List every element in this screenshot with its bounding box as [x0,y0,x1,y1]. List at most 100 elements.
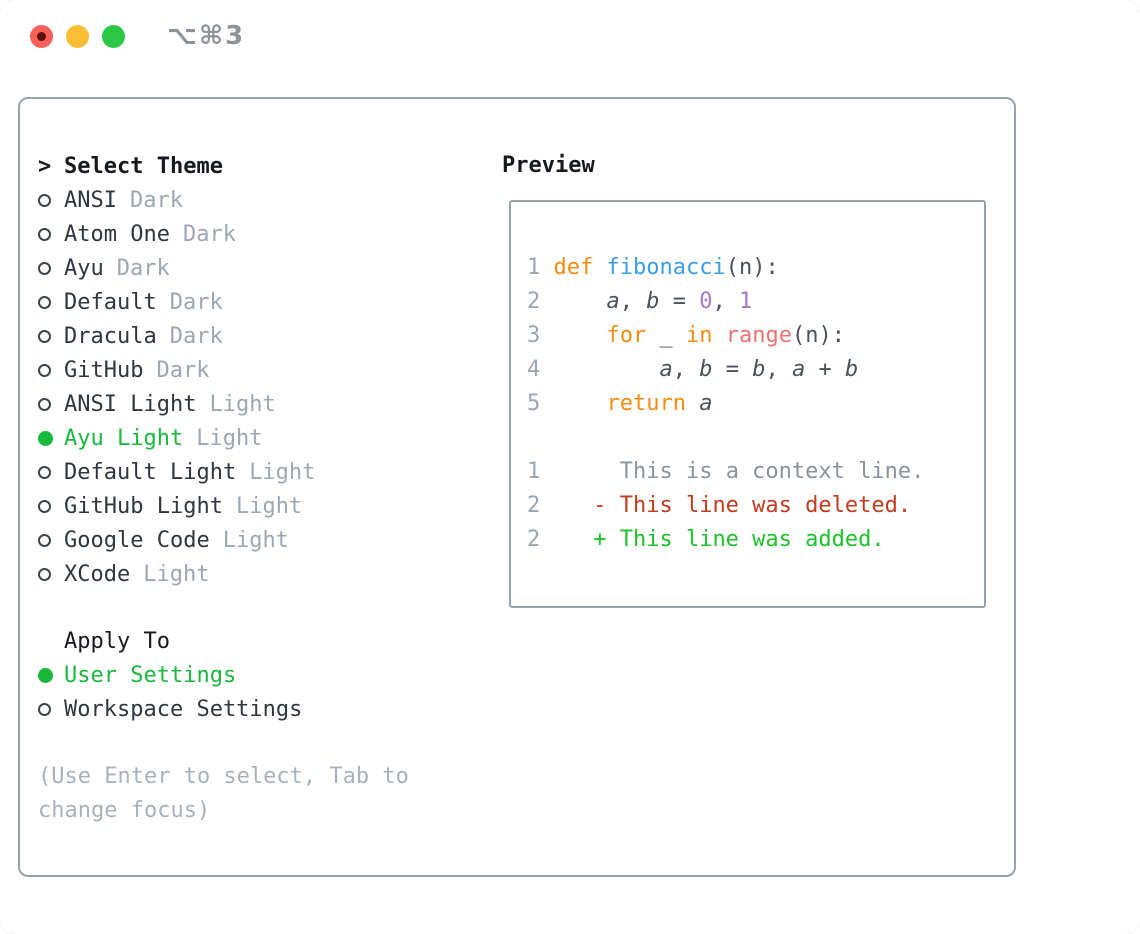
theme-option-label: XCode [64,561,131,587]
code-token: 2 [527,289,554,314]
code-token: return [606,391,686,416]
code-token: + This line was added. [593,527,885,552]
code-token: range [725,323,792,348]
window-shortcut-label: ⌥⌘3 [167,21,246,51]
theme-option-label: Dracula [64,323,157,349]
radio-icon [38,567,51,581]
code-token [554,391,607,416]
code-token: This is a context line. [619,459,925,484]
preview-line: 1 def fibonacci(n): [527,251,984,285]
preview-line: 2 - This line was deleted. [527,489,984,523]
theme-variant-tag: Light [235,493,303,519]
code-token [540,527,593,552]
radio-icon [38,533,51,547]
radio-icon [38,227,51,241]
radio-icon [38,363,51,377]
theme-variant-tag: Dark [116,255,170,281]
selected-radio-icon [38,667,53,683]
code-token: = [659,289,700,314]
code-token: , [765,357,792,382]
theme-option-xcode-light[interactable]: XCode Light [38,557,315,591]
apply-to-header: Apply To [38,624,302,658]
code-token [554,289,607,314]
code-token: , [619,289,647,314]
theme-option-default-light-light[interactable]: Default Light Light [38,455,315,489]
preview-line: 2 + This line was added. [527,523,984,557]
minimize-button[interactable] [66,25,89,48]
code-token [593,255,606,280]
theme-option-label: Default Light [64,459,237,485]
hint-line: (Use Enter to select, Tab to [38,764,409,789]
apply-option-label: User Settings [64,662,237,688]
theme-variant-tag: Dark [156,357,210,383]
code-token: b [699,357,713,382]
prompt-caret-icon: > [38,153,52,179]
theme-option-label: ANSI [64,187,117,213]
code-token: b [752,357,766,382]
code-token [686,391,699,416]
theme-option-label: Ayu [64,255,104,281]
code-token: 4 [527,357,554,382]
preview-title: Preview [502,153,595,178]
theme-option-label: Default [64,289,157,315]
theme-variant-tag: Light [249,459,316,485]
theme-variant-tag: Dark [169,323,223,349]
theme-variant-tag: Dark [182,221,236,247]
zoom-button[interactable] [102,25,125,48]
radio-icon [38,295,51,309]
theme-variant-tag: Light [222,527,289,553]
theme-option-dracula-dark[interactable]: Dracula Dark [38,319,315,353]
theme-option-ansi-dark[interactable]: ANSI Dark [38,183,315,217]
code-token: , [712,289,739,314]
code-token: _ [646,323,686,348]
theme-variant-tag: Dark [169,289,223,315]
code-token: = [712,357,753,382]
theme-option-label: GitHub [64,357,144,383]
code-token: 5 [527,391,554,416]
apply-option-workspace-settings[interactable]: Workspace Settings [38,692,302,726]
code-token [554,323,607,348]
code-token: fibonacci [606,255,726,280]
titlebar [30,25,125,48]
theme-option-ayu-dark[interactable]: Ayu Dark [38,251,315,285]
code-token: in [685,323,713,348]
theme-option-github-light-light[interactable]: GitHub Light Light [38,489,315,523]
code-token [540,493,593,518]
code-token: a [791,357,806,382]
select-theme-header: > Select Theme [38,149,315,183]
theme-variant-tag: Light [143,561,210,587]
code-token: a [606,289,620,314]
code-token: , [672,357,700,382]
code-token [540,459,619,484]
code-token: a [659,357,673,382]
theme-option-default-dark[interactable]: Default Dark [38,285,315,319]
code-token: 0 [699,289,713,314]
radio-icon [38,397,51,411]
selected-radio-icon [38,430,53,446]
close-button[interactable] [30,25,53,48]
code-token: (n): [725,255,779,280]
theme-variant-tag: Dark [129,187,183,213]
code-token [554,357,660,382]
code-token: 1 [527,255,554,280]
theme-option-label: ANSI Light [64,391,197,417]
radio-icon [38,499,51,513]
preview-line: 4 a, b = b, a + b [527,353,984,387]
apply-option-user-settings[interactable]: User Settings [38,658,302,692]
radio-icon [38,261,51,275]
apply-to-title: Apply To [64,628,170,654]
code-token: 3 [527,323,554,348]
theme-option-github-dark[interactable]: GitHub Dark [38,353,315,387]
code-token: + [805,357,845,382]
theme-option-label: GitHub Light [64,493,223,519]
code-token: 2 [527,493,541,518]
code-token: b [646,289,660,314]
theme-option-label: Ayu Light [64,425,184,451]
